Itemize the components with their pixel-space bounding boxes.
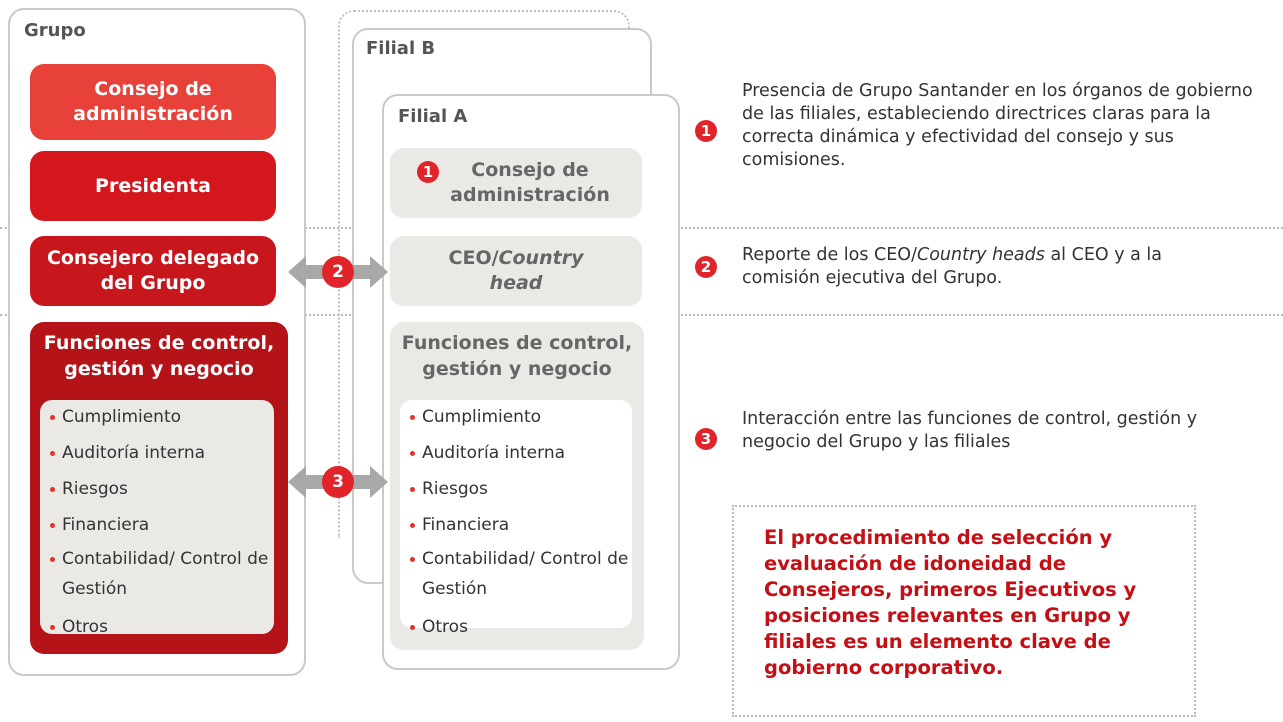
list-item: Contabilidad/ Control de Gestión <box>408 544 632 610</box>
list-item: Financiera <box>408 508 632 544</box>
grupo-consejo-box: Consejo de administración <box>30 64 276 140</box>
grupo-presidenta-box: Presidenta <box>30 151 276 221</box>
note-3-text: Interacción entre las funciones de contr… <box>742 409 1198 452</box>
note-badge-2: 2 <box>695 256 717 278</box>
filial-a-funciones-list-panel: Cumplimiento Auditoría interna Riesgos F… <box>400 400 632 637</box>
note-badge-1: 1 <box>695 120 717 142</box>
note-badge-3: 3 <box>695 428 717 450</box>
list-item: Otros <box>48 610 274 646</box>
note-2-text-italic: Country heads <box>916 245 1045 265</box>
list-item: Contabilidad/ Control de Gestión <box>48 544 274 610</box>
note-1-text: Presencia de Grupo Santander en los órga… <box>742 81 1253 170</box>
filial-a-ceo-prefix: CEO/ <box>448 247 499 270</box>
filial-a-consejo-box: 1 Consejo de administración <box>390 148 642 218</box>
grupo-funciones-list-panel: Cumplimiento Auditoría interna Riesgos F… <box>40 400 274 637</box>
callout-box: El procedimiento de selección y evaluaci… <box>732 505 1196 717</box>
grupo-consejero-box: Consejero delegado del Grupo <box>30 236 276 306</box>
list-item: Financiera <box>48 508 274 544</box>
note-2-text: Reporte de los CEO/Country heads al CEO … <box>742 244 1182 290</box>
grupo-funciones-box: Funciones de control, gestión y negocio … <box>30 322 288 654</box>
filial-a-title: Filial A <box>398 106 468 127</box>
filial-a-funciones-list: Cumplimiento Auditoría interna Riesgos F… <box>408 400 632 646</box>
filial-a-ceo-italic: Country head <box>489 247 584 294</box>
list-item: Cumplimiento <box>408 400 632 436</box>
filial-a-consejo-label: Consejo de administración <box>450 159 610 206</box>
filial-a-ceo-box: CEO/Country head <box>390 236 642 306</box>
filial-b-title: Filial B <box>366 38 436 59</box>
grupo-presidenta-label: Presidenta <box>95 174 211 197</box>
grupo-funciones-title: Funciones de control, gestión y negocio <box>43 332 275 380</box>
number-badge-3: 3 <box>322 466 354 498</box>
list-item: Cumplimiento <box>48 400 274 436</box>
filial-a-funciones-box: Funciones de control, gestión y negocio … <box>390 322 644 650</box>
filial-a-funciones-title: Funciones de control, gestión y negocio <box>401 332 633 380</box>
grupo-funciones-list: Cumplimiento Auditoría interna Riesgos F… <box>48 400 274 646</box>
list-item: Riesgos <box>48 472 274 508</box>
grupo-consejo-label: Consejo de administración <box>73 78 233 125</box>
list-item: Auditoría interna <box>48 436 274 472</box>
callout-text: El procedimiento de selección y evaluaci… <box>764 526 1137 679</box>
list-item: Auditoría interna <box>408 436 632 472</box>
number-badge-1: 1 <box>417 161 439 184</box>
grupo-title: Grupo <box>24 20 86 41</box>
list-item: Otros <box>408 610 632 646</box>
note-2-text-a: Reporte de los CEO/ <box>742 245 917 265</box>
grupo-consejero-label: Consejero delegado del Grupo <box>46 247 260 294</box>
note-2-text-b: al CEO y a la comisión ejecutiva del Gru… <box>742 245 1163 288</box>
list-item: Riesgos <box>408 472 632 508</box>
number-badge-2: 2 <box>322 256 354 288</box>
